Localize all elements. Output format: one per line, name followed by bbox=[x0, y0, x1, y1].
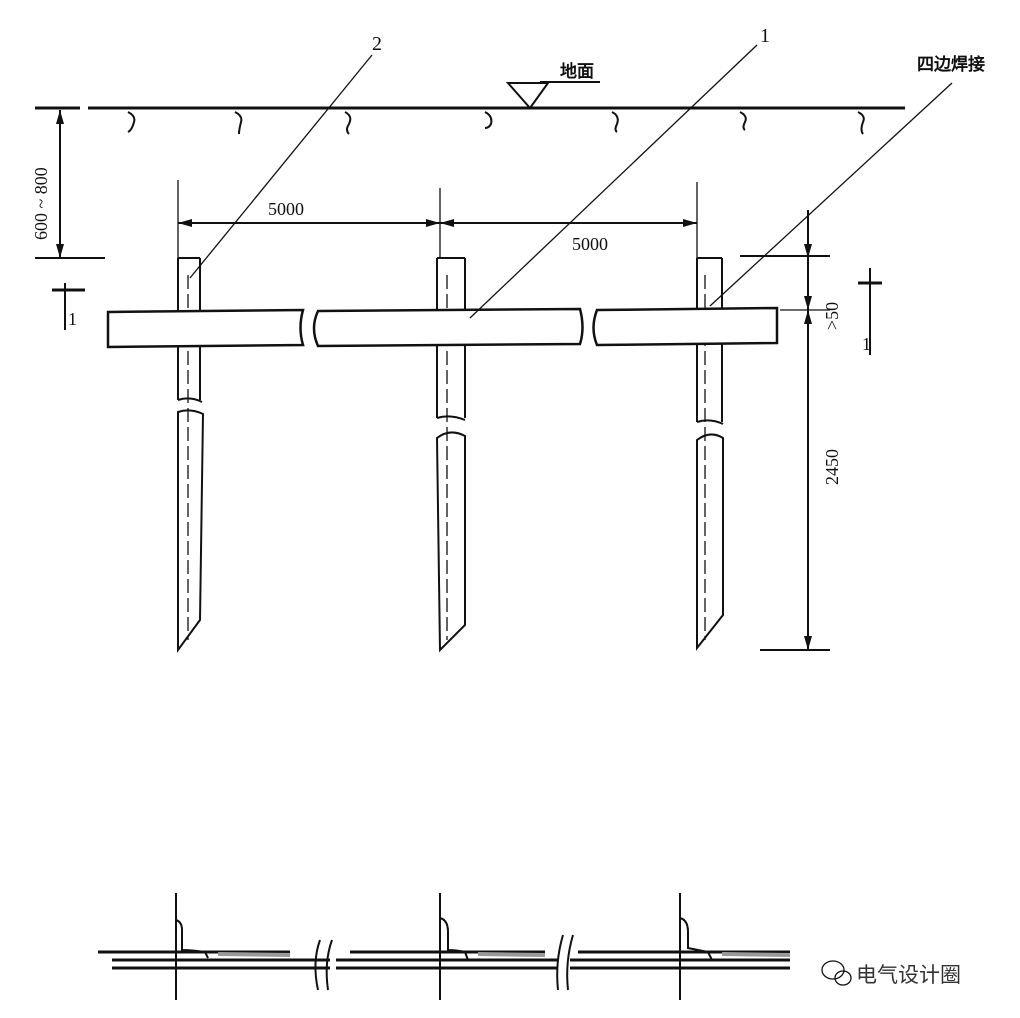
watermark-text: 电气设计圈 bbox=[856, 963, 961, 987]
spacing-label-2: 5000 bbox=[572, 234, 608, 254]
depth-label: 600 ~ 800 bbox=[31, 167, 51, 240]
flat-steel-bar bbox=[106, 306, 779, 349]
section-left-label: 1 bbox=[68, 309, 77, 329]
callout-1: 1 bbox=[760, 25, 770, 47]
ground-hatch bbox=[127, 111, 865, 135]
section-marks: 1 1 bbox=[52, 268, 882, 355]
watermark: 电气设计圈 bbox=[821, 960, 961, 987]
right-dimensions: >50 2450 bbox=[740, 210, 842, 651]
spacing-dimension: 5000 5000 bbox=[177, 180, 698, 258]
break-mark bbox=[314, 939, 321, 991]
ground-level-symbol bbox=[505, 82, 550, 110]
section-view bbox=[98, 893, 791, 1000]
callout-2: 2 bbox=[372, 33, 382, 55]
overlap-label: >50 bbox=[822, 302, 842, 330]
rod-length-label: 2450 bbox=[822, 449, 842, 485]
spacing-label-1: 5000 bbox=[268, 199, 304, 219]
weld-note: 四边焊接 bbox=[917, 54, 985, 75]
depth-dimension: 600 ~ 800 bbox=[31, 110, 105, 259]
ground-line: 地面 bbox=[35, 61, 905, 135]
wechat-icon bbox=[821, 960, 852, 986]
ground-label: 地面 bbox=[560, 61, 594, 82]
section-right-label: 1 bbox=[862, 334, 871, 354]
callouts: 2 1 四边焊接 bbox=[189, 25, 985, 319]
